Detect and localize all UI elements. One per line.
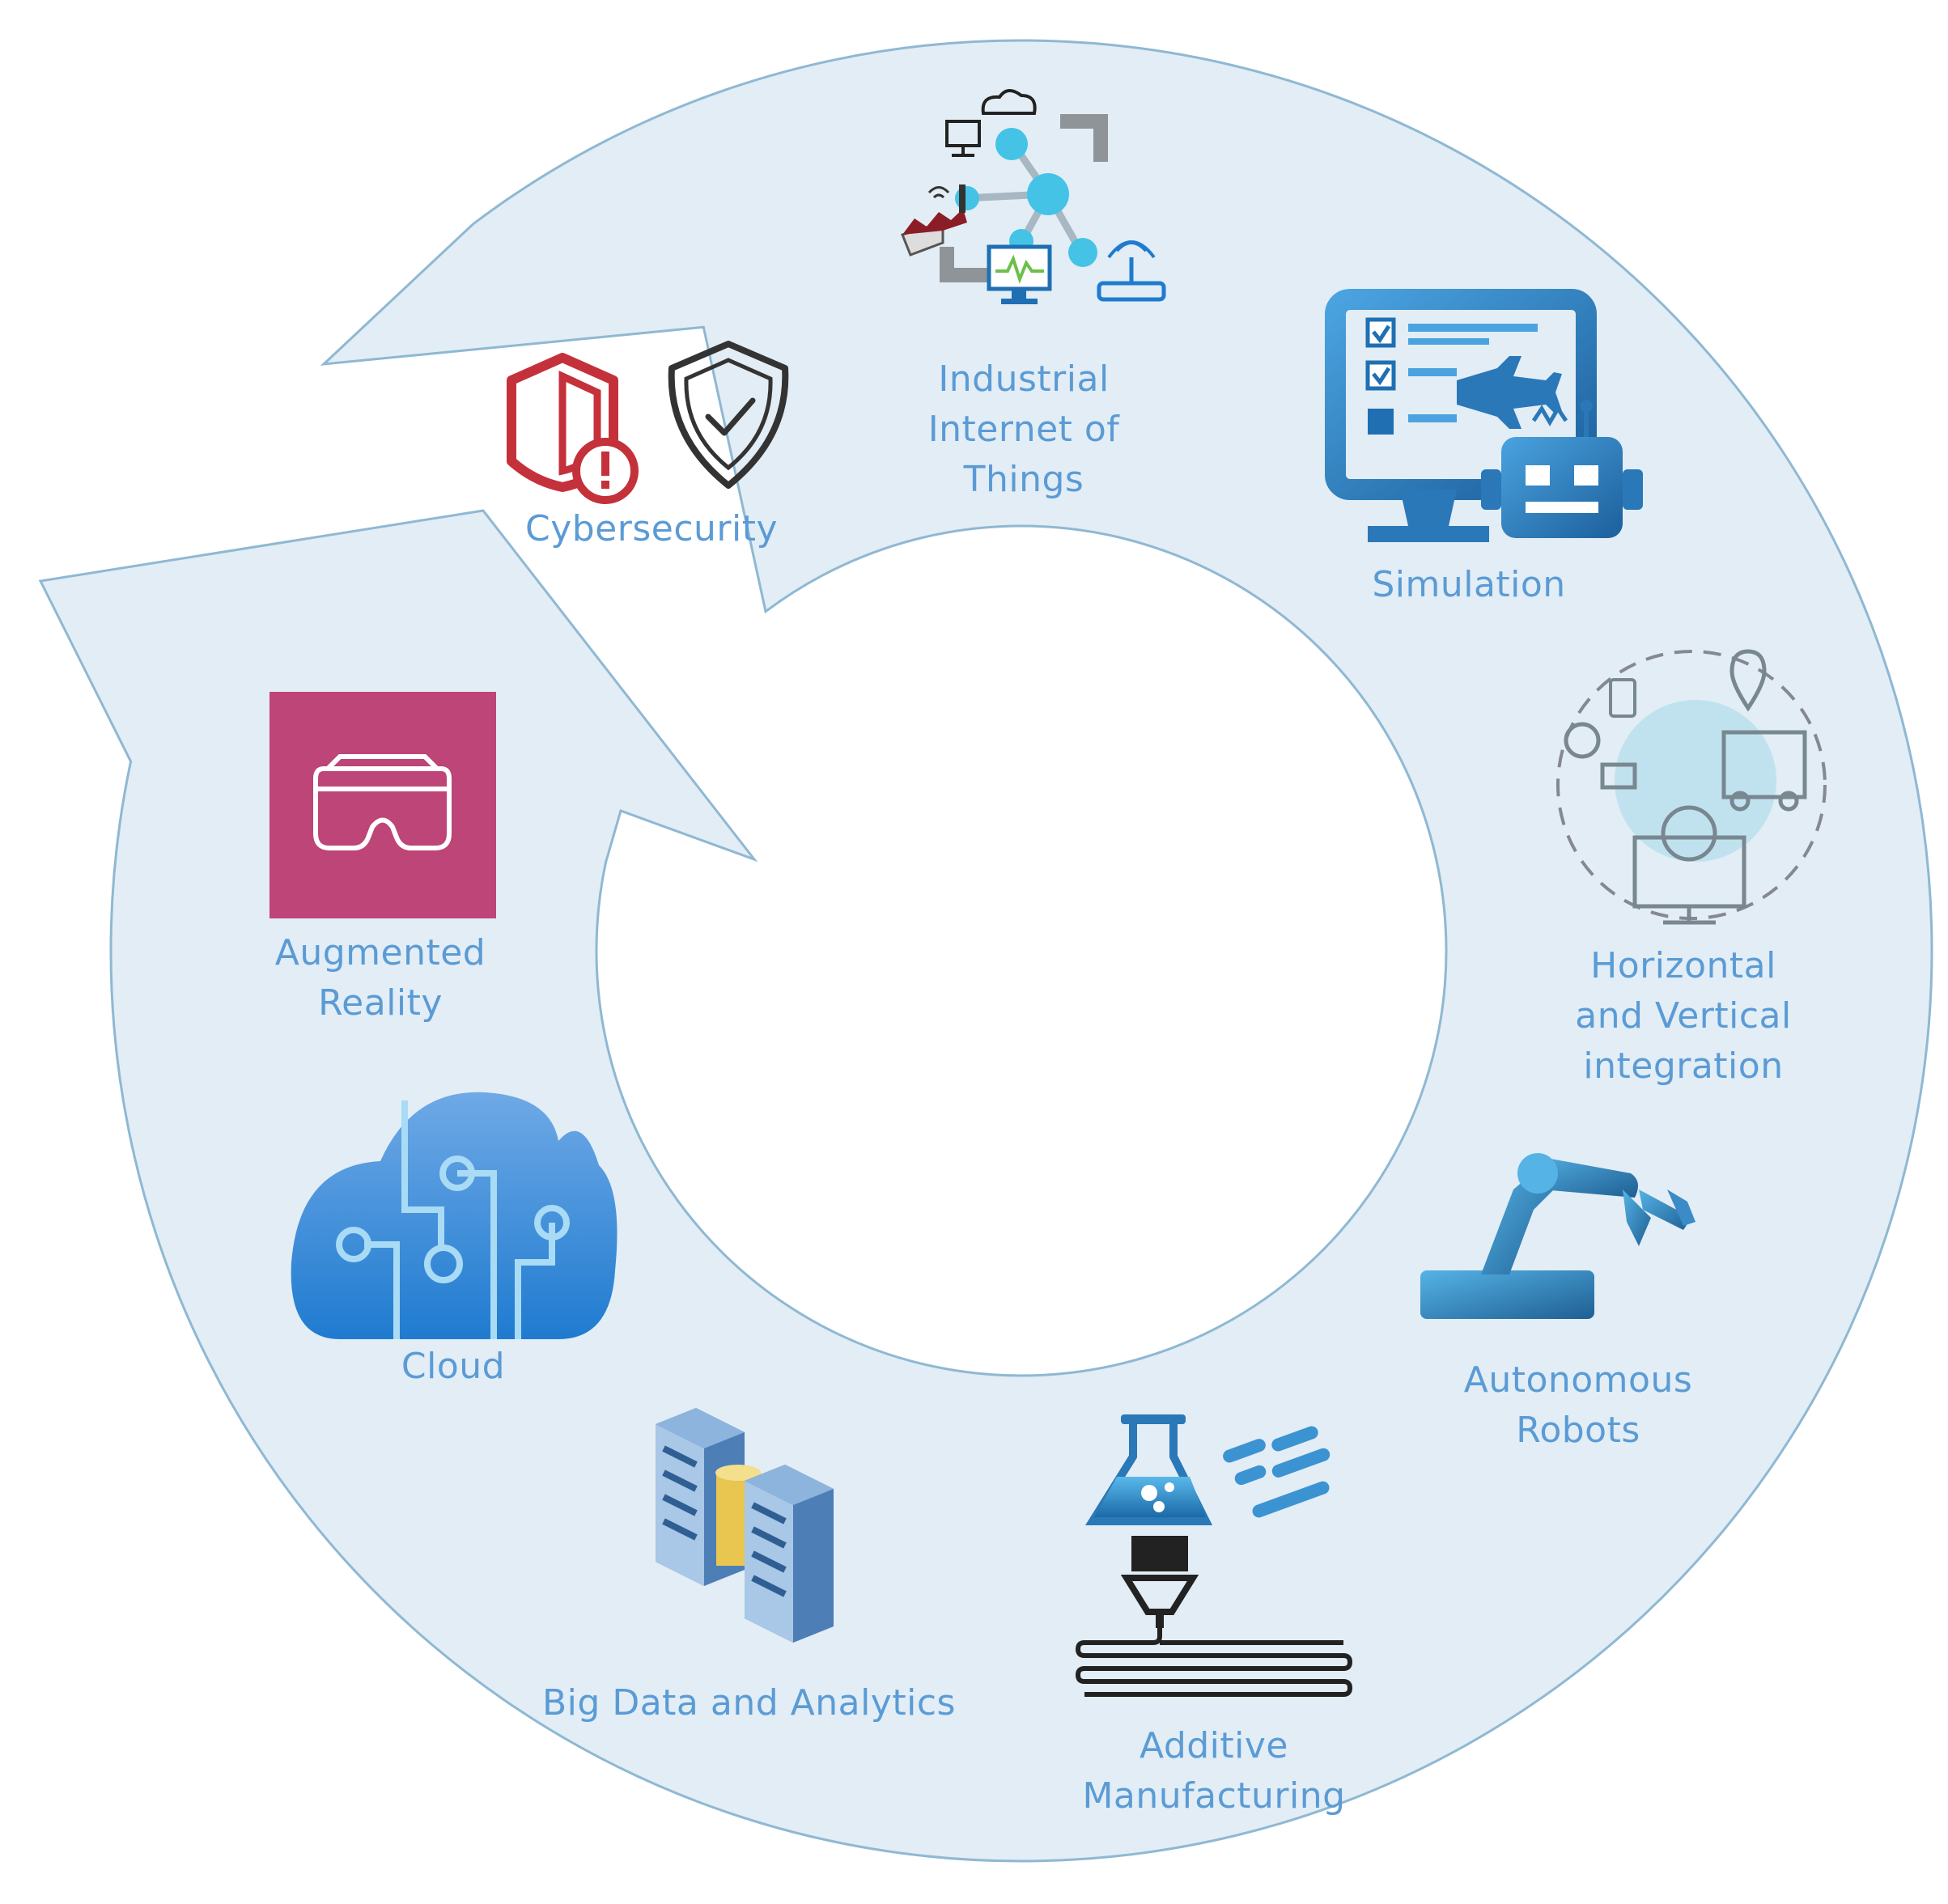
- vr-goggles-icon: [269, 692, 496, 918]
- 3d-printer-icon: [1075, 1414, 1353, 1697]
- cloud-circuit-icon: [291, 1092, 618, 1339]
- label-augmented-reality: Augmented Reality: [274, 932, 486, 1024]
- supply-chain-cycle-icon: [1556, 649, 1827, 925]
- shield-alert-icon: [507, 353, 639, 504]
- label-horizontal-vertical-integration: Horizontal and Vertical integration: [1575, 945, 1792, 1087]
- server-database-icon: [656, 1408, 834, 1643]
- label-simulation: Simulation: [1372, 564, 1566, 605]
- shield-check-icon: [668, 341, 789, 489]
- label-cloud: Cloud: [401, 1346, 506, 1387]
- label-big-data-and-analytics: Big Data and Analytics: [542, 1682, 956, 1724]
- label-additive-manufacturing: Additive Manufacturing: [1082, 1725, 1346, 1817]
- robot-arm-icon: [1420, 1153, 1695, 1319]
- label-autonomous-robots: Autonomous Robots: [1463, 1359, 1693, 1451]
- network-nodes-icon: [900, 89, 1166, 304]
- label-industrial-internet-of-things: Industrial Internet of Things: [927, 358, 1120, 500]
- label-cybersecurity: Cybersecurity: [524, 508, 779, 549]
- monitor-airplane-robot-icon: [1325, 289, 1643, 542]
